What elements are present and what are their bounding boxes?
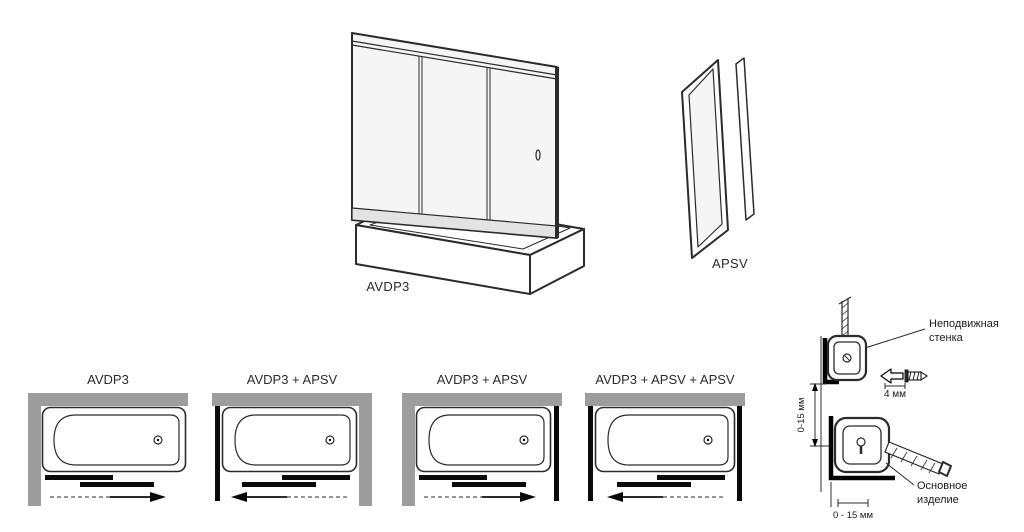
- apsv-fixed-panel-left: [215, 406, 220, 501]
- main-product-label-line2: изделие: [917, 494, 959, 506]
- drain-dot: [156, 438, 160, 442]
- config-diagram-4: AVDP3 + APSV + APSV: [585, 372, 745, 508]
- sliding-panels: [45, 475, 154, 487]
- config-3-label: AVDP3 + APSV: [436, 372, 528, 387]
- wall-top: [402, 393, 562, 406]
- bathtub-top-view: [415, 406, 552, 473]
- sliding-panels: [419, 475, 526, 487]
- wall-top: [212, 393, 372, 406]
- main-product-callout: Основное изделие: [885, 462, 967, 506]
- drain-dot: [522, 438, 526, 442]
- drain-icon: [325, 435, 335, 445]
- dim-4mm: 4 мм: [884, 383, 906, 400]
- screw-icon: [904, 369, 928, 383]
- fixed-wall-profile: [822, 334, 868, 385]
- fixed-wall-callout: Неподвижная стенка: [864, 318, 999, 349]
- config-2-plan: [212, 393, 372, 506]
- drain-dot: [706, 438, 710, 442]
- config-1-plan: [28, 393, 188, 506]
- config-4-label: AVDP3 + APSV + APSV: [595, 372, 735, 387]
- config-4-plan: [585, 393, 745, 502]
- dim-4mm-label: 4 мм: [884, 389, 906, 400]
- slide-direction-arrow-left: [607, 492, 663, 502]
- adjustment-arrow-icon: [880, 368, 904, 384]
- config-1-label: AVDP3: [87, 372, 129, 387]
- dim-bottom-label: 0 - 15 мм: [833, 510, 873, 521]
- wall-left: [28, 393, 41, 506]
- slide-direction-arrow-right: [482, 492, 536, 502]
- sliding-panels: [242, 475, 350, 487]
- door-handle-icon: [535, 149, 541, 161]
- drain-icon: [519, 435, 529, 445]
- avdp3-isometric-drawing: [351, 32, 585, 295]
- apsv-fixed-panel-left: [588, 406, 593, 501]
- main-product-glass: [884, 441, 952, 477]
- apsv-fixed-panel-right: [554, 406, 559, 501]
- avdp3-screen-isometric: [351, 32, 559, 239]
- bathtub-top-view: [594, 406, 736, 473]
- wall-top: [28, 393, 188, 406]
- fixed-wall-label-line2: стенка: [929, 332, 964, 344]
- config-2-label: AVDP3 + APSV: [246, 372, 338, 387]
- config-3-plan: [402, 393, 562, 506]
- slide-direction-arrow-left: [231, 492, 287, 502]
- apsv-drawing-label: APSV: [712, 256, 748, 271]
- dim-vertical: 0-15 мм: [796, 383, 829, 447]
- wall-top: [585, 393, 745, 406]
- main-product-label-line1: Основное: [917, 480, 967, 492]
- apsv-fixed-panel-right: [737, 406, 742, 501]
- dim-vertical-label: 0-15 мм: [796, 398, 807, 433]
- config-diagram-3: AVDP3 + APSV: [402, 372, 562, 508]
- bathtub-top-view: [221, 406, 358, 473]
- bathtub-top-view: [41, 406, 187, 473]
- apsv-panel-glass: [688, 68, 723, 248]
- avdp3-drawing-label: AVDP3: [366, 279, 410, 294]
- drain-dot: [328, 438, 332, 442]
- wall-right: [359, 393, 372, 506]
- main-product-profile: [828, 416, 895, 481]
- apsv-drawing: [681, 57, 755, 259]
- dim-bottom: 0 - 15 мм: [830, 482, 873, 521]
- slide-direction-arrow-right: [110, 492, 166, 502]
- fixed-wall-label-line1: Неподвижная: [929, 318, 999, 330]
- wall-left: [402, 393, 415, 506]
- fixed-wall-glass: [838, 296, 852, 337]
- config-diagram-2: AVDP3 + APSV: [212, 372, 372, 508]
- config-diagram-1: AVDP3: [28, 372, 188, 508]
- drain-icon: [153, 435, 163, 445]
- installation-detail-drawing: 4 мм 0-15 мм 0 - 15 мм Неподвижная: [796, 296, 999, 521]
- apsv-wall-profile: [735, 57, 755, 221]
- drain-icon: [703, 435, 713, 445]
- sliding-panels: [617, 475, 725, 487]
